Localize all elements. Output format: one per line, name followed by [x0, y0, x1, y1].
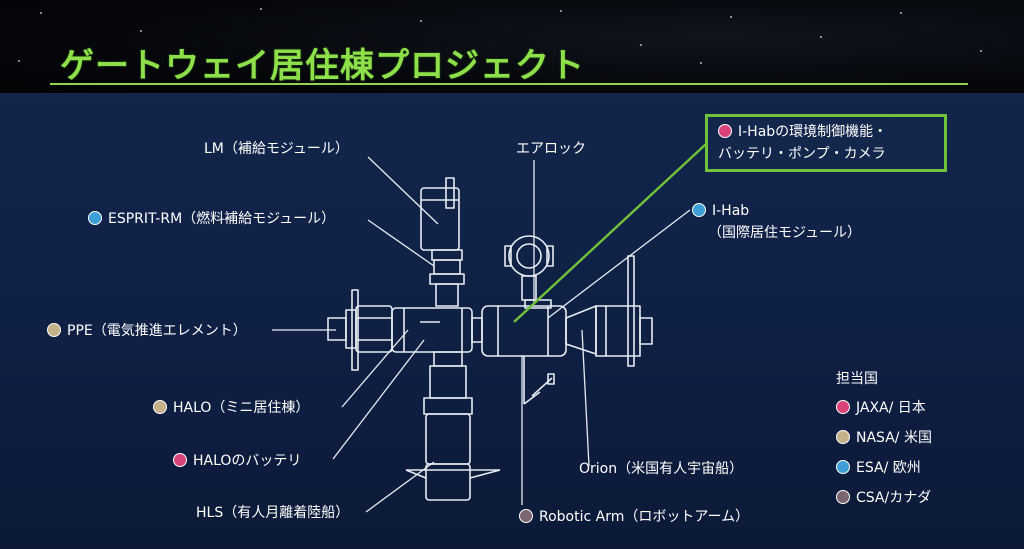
header-banner: ゲートウェイ居住棟プロジェクト [0, 0, 1024, 93]
star [980, 50, 982, 52]
star [900, 12, 902, 14]
airlock-module [504, 235, 554, 301]
star [18, 60, 20, 62]
star [40, 12, 42, 14]
esa-dot-icon [692, 203, 706, 217]
star [820, 36, 822, 38]
label-hls: HLS（有人月離着陸船） [196, 505, 350, 521]
label-airlock: エアロック [516, 141, 586, 157]
jaxa-dot-icon [718, 124, 732, 138]
halo-module [391, 307, 483, 353]
callout-line1: I-Habの環境制御機能・ [718, 121, 944, 143]
star [140, 30, 142, 32]
label-halo-battery: HALOのバッテリ [173, 452, 301, 470]
hls-module [405, 351, 501, 501]
ihab-callout-box: I-Habの環境制御機能・ バッテリ・ポンプ・カメラ [705, 114, 947, 172]
label-orion: Orion（米国有人宇宙船） [579, 461, 744, 477]
orion-spacecraft [565, 255, 653, 367]
ihab-module [481, 299, 567, 357]
jaxa-dot-icon [836, 400, 850, 414]
star [730, 16, 732, 18]
label-robotic-arm: Robotic Arm（ロボットアーム） [519, 508, 749, 526]
star [560, 10, 562, 12]
esa-dot-icon [88, 211, 102, 225]
jaxa-dot-icon [173, 453, 187, 467]
title-underline [50, 83, 968, 85]
legend-item-jaxa: JAXA/ 日本 [836, 398, 932, 428]
legend-item-csa: CSA/カナダ [836, 488, 932, 518]
nasa-dot-icon [153, 400, 167, 414]
label-ppe: PPE（電気推進エレメント） [47, 322, 247, 340]
lm-module [420, 177, 465, 307]
star [640, 44, 642, 46]
csa-dot-icon [836, 490, 850, 504]
star [420, 20, 422, 22]
robotic-arm [523, 356, 555, 405]
ppe-module [327, 289, 393, 371]
star [260, 8, 262, 10]
star [700, 62, 702, 64]
csa-dot-icon [519, 509, 533, 523]
nasa-dot-icon [836, 430, 850, 444]
label-halo: HALO（ミニ居住棟） [153, 399, 309, 417]
label-esprit-rm: ESPRIT-RM（燃料補給モジュール） [88, 210, 335, 228]
label-ihab: I-Hab [692, 202, 749, 220]
legend: 担当国 JAXA/ 日本 NASA/ 米国 ESA/ 欧州 CSA/カナダ [836, 368, 932, 518]
leader-lines [272, 156, 691, 513]
label-ihab-sub: （国際居住モジュール） [708, 225, 862, 241]
legend-title: 担当国 [836, 371, 878, 387]
page-title: ゲートウェイ居住棟プロジェクト [60, 46, 585, 86]
callout-leader [513, 143, 707, 323]
nasa-dot-icon [47, 323, 61, 337]
legend-item-nasa: NASA/ 米国 [836, 428, 932, 458]
esa-dot-icon [836, 460, 850, 474]
legend-item-esa: ESA/ 欧州 [836, 458, 932, 488]
callout-line2: バッテリ・ポンプ・カメラ [718, 146, 886, 162]
label-lm: LM（補給モジュール） [204, 141, 349, 157]
